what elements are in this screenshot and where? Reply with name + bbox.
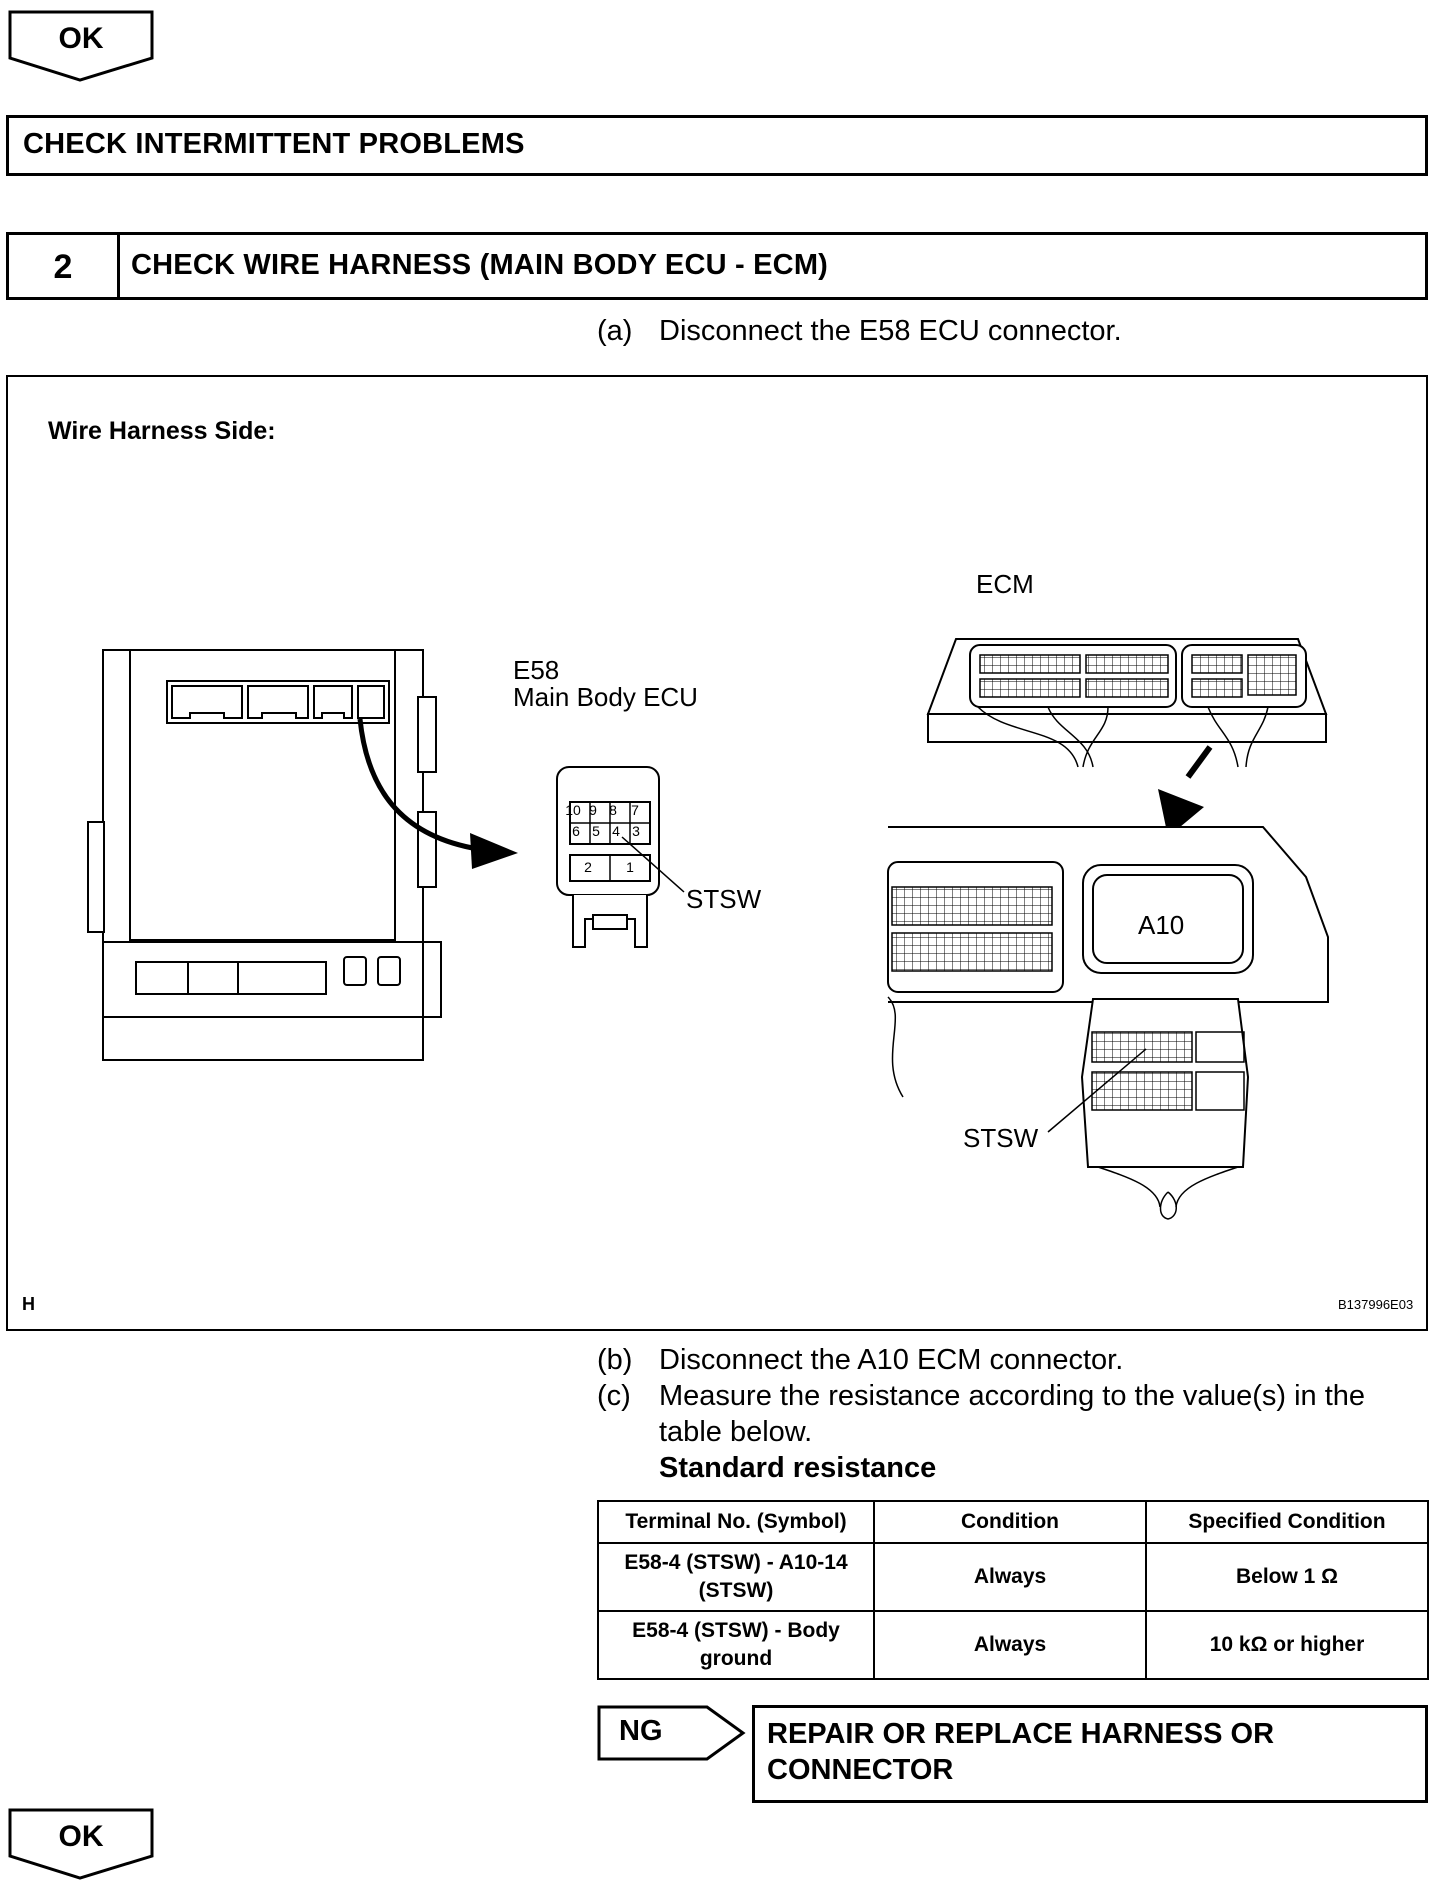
- ecm-detail-drawing: [887, 826, 1329, 1168]
- ng-action-line-1: REPAIR OR REPLACE HARNESS OR: [767, 1718, 1275, 1750]
- step-title: CHECK WIRE HARNESS (MAIN BODY ECU - ECM): [131, 249, 829, 281]
- pin-2: 2: [584, 859, 592, 875]
- instruction-c-text-line2: table below.: [659, 1416, 813, 1448]
- instruction-a: (a) Disconnect the E58 ECU connector.: [597, 313, 1417, 353]
- pin-9: 9: [589, 802, 597, 818]
- ng-action-line-2: CONNECTOR: [767, 1754, 954, 1786]
- ng-arrow-shape: [597, 1705, 746, 1761]
- table-row: E58-4 (STSW) - Body ground Always 10 kΩ …: [597, 1610, 1429, 1680]
- instruction-b-text: Disconnect the A10 ECM connector.: [659, 1344, 1124, 1376]
- terminal-line-2: (STSW): [698, 1579, 774, 1602]
- table-cell-terminal: E58-4 (STSW) - A10-14 (STSW): [597, 1542, 875, 1612]
- instruction-b-letter: (b): [597, 1344, 633, 1376]
- ecm-label: ECM: [976, 569, 1034, 599]
- e58-description: Main Body ECU: [513, 682, 698, 712]
- pin-8: 8: [609, 802, 617, 818]
- a10-label: A10: [1138, 910, 1185, 940]
- table-header-specified: Specified Condition: [1145, 1500, 1429, 1544]
- instruction-c: (c) Measure the resistance according to …: [597, 1378, 1427, 1488]
- ng-action-box: REPAIR OR REPLACE HARNESS OR CONNECTOR: [752, 1705, 1428, 1803]
- table-header-row: Terminal No. (Symbol) Condition Specifie…: [597, 1500, 1429, 1544]
- ng-label: NG: [619, 1715, 663, 1747]
- stsw-right-label: STSW: [963, 1123, 1039, 1153]
- e58-label: E58: [513, 655, 560, 685]
- instruction-c-text-line1: Measure the resistance according to the …: [659, 1380, 1366, 1412]
- step-2-bar: 2 CHECK WIRE HARNESS (MAIN BODY ECU - EC…: [6, 232, 1428, 300]
- instruction-b: (b) Disconnect the A10 ECM connector.: [597, 1342, 1417, 1378]
- pin-5: 5: [592, 823, 600, 839]
- pin-3: 3: [632, 823, 640, 839]
- resistance-spec-table: Terminal No. (Symbol) Condition Specifie…: [597, 1500, 1429, 1680]
- figure-code: B137996E03: [1338, 1297, 1414, 1312]
- terminal-line-1: E58-4 (STSW) - A10-14: [624, 1551, 848, 1574]
- table-row: E58-4 (STSW) - A10-14 (STSW) Always Belo…: [597, 1542, 1429, 1612]
- ok-top-label: OK: [58, 22, 104, 55]
- pin-10: 10: [565, 802, 581, 818]
- pin-7: 7: [631, 802, 639, 818]
- stsw-left-label: STSW: [686, 884, 762, 914]
- table-cell-spec: 10 kΩ or higher: [1145, 1610, 1429, 1680]
- ok-bottom-label: OK: [58, 1820, 104, 1853]
- main-body-ecu-drawing: [87, 649, 442, 1061]
- table-cell-condition: Always: [873, 1610, 1147, 1680]
- instruction-a-text: Disconnect the E58 ECU connector.: [659, 315, 1122, 347]
- table-header-condition: Condition: [873, 1500, 1147, 1544]
- ok-arrow-shape: [8, 10, 154, 82]
- instruction-a-letter: (a): [597, 315, 633, 347]
- corner-letter: H: [22, 1294, 35, 1314]
- standard-resistance-label: Standard resistance: [659, 1452, 937, 1484]
- pin-1: 1: [626, 859, 634, 875]
- terminal-line-1: E58-4 (STSW) - Body: [632, 1619, 840, 1642]
- pin-6: 6: [572, 823, 580, 839]
- pin-4: 4: [612, 823, 620, 839]
- intermittent-problems-bar: CHECK INTERMITTENT PROBLEMS: [6, 115, 1428, 176]
- ok-arrow-shape: [8, 1808, 154, 1880]
- ok-top-badge: OK: [8, 10, 154, 82]
- ng-badge: NG: [597, 1705, 747, 1761]
- ok-bottom-badge: OK: [8, 1808, 154, 1880]
- intermittent-problems-title: CHECK INTERMITTENT PROBLEMS: [23, 128, 525, 160]
- wiring-figure: Wire Harness Side: E58 Main Body ECU STS…: [6, 375, 1428, 1331]
- table-cell-spec: Below 1 Ω: [1145, 1542, 1429, 1612]
- terminal-line-2: ground: [699, 1647, 773, 1670]
- table-header-terminal: Terminal No. (Symbol): [597, 1500, 875, 1544]
- figure-heading: Wire Harness Side:: [48, 417, 276, 445]
- step-number: 2: [53, 248, 73, 286]
- table-cell-condition: Always: [873, 1542, 1147, 1612]
- instruction-c-letter: (c): [597, 1380, 631, 1412]
- wiring-diagram: [87, 638, 1329, 1220]
- table-cell-terminal: E58-4 (STSW) - Body ground: [597, 1610, 875, 1680]
